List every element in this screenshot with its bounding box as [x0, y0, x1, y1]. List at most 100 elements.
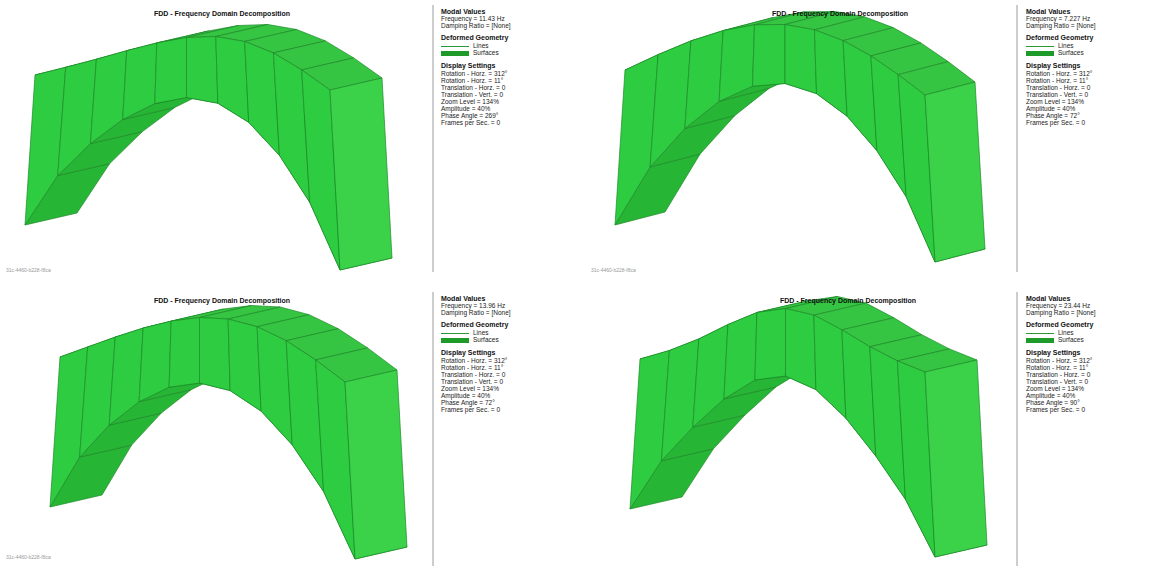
- arch-face: [169, 318, 199, 388]
- section-heading: Display Settings: [1026, 349, 1080, 356]
- divider-line: [433, 292, 434, 566]
- panel-title: FDD - Frequency Domain Decomposition: [154, 10, 290, 17]
- modal-value: Frequency = 11.43 Hz: [441, 16, 505, 23]
- arch-end-face: [330, 78, 392, 270]
- arch-face: [753, 25, 786, 87]
- legend-line-sample: [1026, 333, 1054, 334]
- arch-end-face: [345, 370, 407, 559]
- display-setting: Phase Angle = 72°: [441, 400, 495, 407]
- display-setting: Phase Angle = 269°: [441, 113, 498, 120]
- legend-swatch: [441, 51, 469, 56]
- arch-face: [200, 318, 231, 391]
- modal-value: Damping Ratio = [None]: [1026, 310, 1096, 317]
- display-setting: Rotation - Horz. = 312°: [441, 358, 507, 365]
- arch-face: [187, 37, 218, 104]
- display-setting: Frames per Sec. = 0: [441, 407, 500, 414]
- panel-title: FDD - Frequency Domain Decomposition: [154, 297, 290, 304]
- legend-line-sample: [441, 46, 469, 47]
- display-setting: Rotation - Horz. = 312°: [1026, 71, 1092, 78]
- legend-text: Lines: [473, 43, 489, 50]
- section-heading: Modal Values: [1026, 295, 1070, 302]
- legend-text: Surfaces: [1058, 337, 1084, 344]
- display-setting: Zoom Level = 134%: [441, 99, 499, 106]
- arch-face: [685, 31, 723, 129]
- panel-title: FDD - Frequency Domain Decomposition: [772, 10, 908, 17]
- display-setting: Frames per Sec. = 0: [1026, 407, 1085, 414]
- display-setting: Rotation - Horz. = 11°: [1026, 78, 1088, 85]
- display-setting: Translation - Vert. = 0: [441, 92, 503, 99]
- arch-face: [755, 309, 786, 381]
- divider-line: [433, 5, 434, 272]
- display-setting: Rotation - Horz. = 11°: [1026, 365, 1088, 372]
- divider-line: [1017, 292, 1018, 566]
- arch-face: [139, 321, 171, 402]
- panel-title: FDD - Frequency Domain Decomposition: [780, 297, 916, 304]
- display-setting: Translation - Horz. = 0: [1026, 372, 1090, 379]
- modal-value: Frequency = 13.96 Hz: [441, 303, 505, 310]
- legend-text: Surfaces: [1058, 50, 1084, 57]
- modal-value: Frequency = 7.227 Hz: [1026, 16, 1090, 23]
- arch-face: [615, 55, 658, 225]
- section-heading: Display Settings: [441, 62, 495, 69]
- arch-face: [650, 41, 691, 167]
- arch-end-face: [925, 82, 985, 262]
- display-setting: Translation - Vert. = 0: [1026, 92, 1088, 99]
- legend-line-sample: [1026, 46, 1054, 47]
- legend-text: Lines: [473, 330, 489, 337]
- display-setting: Amplitude = 40%: [1026, 106, 1075, 113]
- arch-face: [123, 43, 157, 120]
- display-setting: Translation - Vert. = 0: [1026, 379, 1088, 386]
- arch-face: [155, 38, 187, 104]
- display-setting: Amplitude = 40%: [1026, 393, 1075, 400]
- arch-face: [785, 25, 817, 94]
- legend-text: Lines: [1058, 330, 1074, 337]
- display-setting: Zoom Level = 134%: [1026, 386, 1084, 393]
- arch-face: [90, 51, 126, 144]
- display-setting: Rotation - Horz. = 11°: [441, 78, 503, 85]
- arch-mesh: [50, 306, 407, 560]
- display-setting: Phase Angle = 90°: [1026, 400, 1080, 407]
- modal-value: Damping Ratio = [None]: [441, 23, 511, 30]
- display-setting: Rotation - Horz. = 312°: [441, 71, 507, 78]
- arch-face: [80, 337, 116, 457]
- section-heading: Deformed Geometry: [1026, 321, 1093, 328]
- arch-face: [814, 315, 846, 418]
- section-heading: Display Settings: [441, 349, 495, 356]
- watermark: 31c-4460-b228-f8ca: [6, 555, 51, 560]
- section-heading: Display Settings: [1026, 62, 1080, 69]
- arch-face: [724, 313, 757, 400]
- display-setting: Amplitude = 40%: [441, 106, 490, 113]
- display-setting: Zoom Level = 134%: [1026, 99, 1084, 106]
- arch-face: [58, 59, 97, 175]
- arch-mesh: [25, 25, 392, 271]
- arch-face: [228, 319, 261, 411]
- legend-swatch: [441, 338, 469, 343]
- display-setting: Zoom Level = 134%: [441, 386, 499, 393]
- section-heading: Modal Values: [441, 295, 485, 302]
- section-heading: Modal Values: [1026, 8, 1070, 15]
- legend-swatch: [1026, 338, 1054, 343]
- arch-face: [786, 309, 816, 390]
- arch-face: [815, 30, 848, 116]
- legend-text: Surfaces: [473, 50, 499, 57]
- display-setting: Amplitude = 40%: [441, 393, 490, 400]
- display-setting: Translation - Horz. = 0: [441, 372, 505, 379]
- arch-mesh: [630, 297, 987, 558]
- arch-face: [661, 339, 698, 461]
- display-setting: Translation - Horz. = 0: [1026, 85, 1090, 92]
- arch-face: [719, 25, 754, 102]
- display-setting: Translation - Horz. = 0: [441, 85, 505, 92]
- legend-text: Lines: [1058, 43, 1074, 50]
- arch-face: [216, 37, 249, 123]
- modal-value: Frequency = 23.44 Hz: [1026, 303, 1090, 310]
- watermark: 31c-4460-b228-f8ca: [591, 268, 636, 273]
- divider-line: [1017, 5, 1018, 272]
- section-heading: Deformed Geometry: [441, 34, 508, 41]
- legend-swatch: [1026, 51, 1054, 56]
- legend-text: Surfaces: [473, 337, 499, 344]
- display-setting: Rotation - Horz. = 312°: [1026, 358, 1092, 365]
- display-setting: Frames per Sec. = 0: [1026, 120, 1085, 127]
- modal-value: Damping Ratio = [None]: [1026, 23, 1096, 30]
- section-heading: Deformed Geometry: [441, 321, 508, 328]
